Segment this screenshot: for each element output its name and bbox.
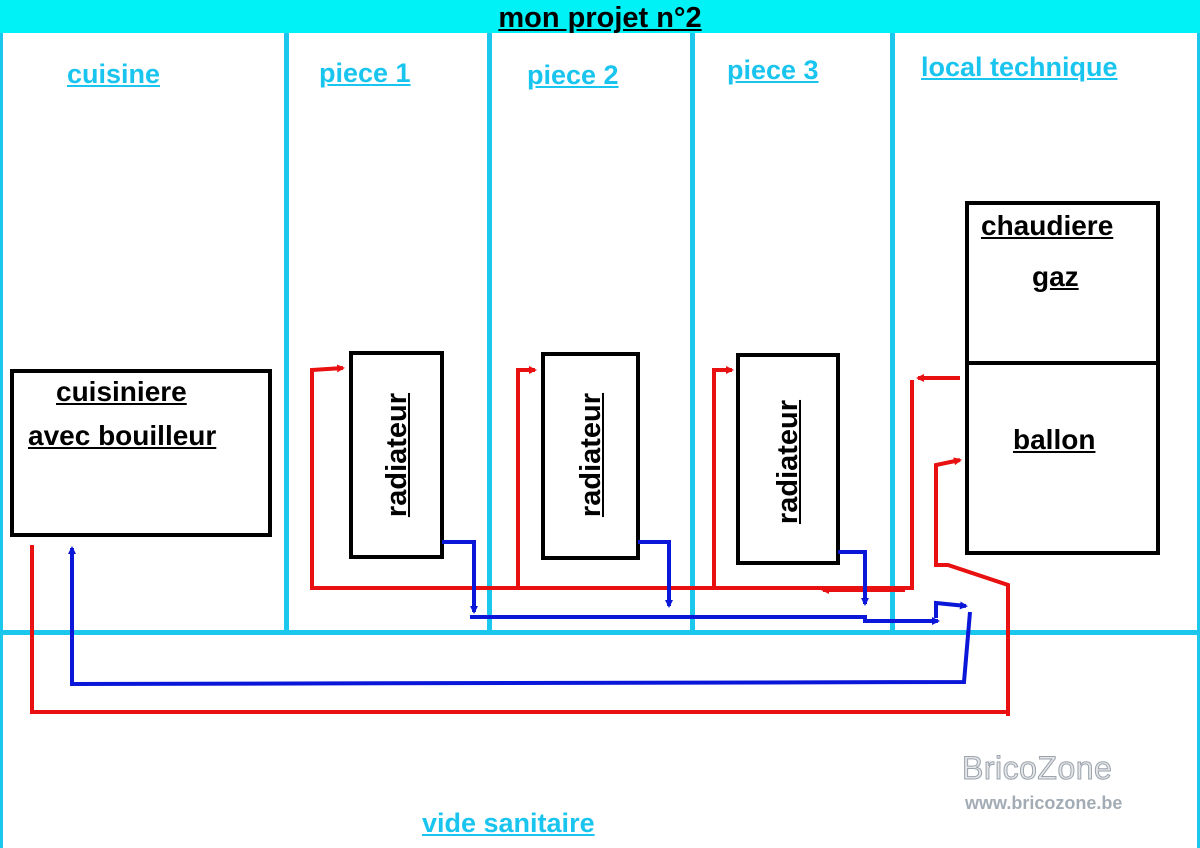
cold-pipe-rad2-out — [638, 540, 673, 608]
wall-piece3-local — [890, 33, 895, 633]
chaudiere-label-line2: gaz — [1032, 261, 1079, 292]
floor-line — [0, 630, 1200, 635]
chaudiere-label-line1: chaudiere — [981, 210, 1114, 241]
frame-left — [0, 33, 3, 848]
room-label-vide-sanitaire: vide sanitaire — [422, 808, 595, 838]
hot-pipe-riser-rad3 — [712, 366, 734, 588]
watermark-brand: BricoZone — [961, 750, 1113, 787]
hot-pipe-main-return — [310, 364, 914, 590]
hot-pipe-riser-rad2 — [516, 366, 537, 588]
cold-pipe-rad3-out — [838, 550, 869, 606]
cold-pipe-collector — [470, 615, 940, 625]
cuisiniere-label-line1: cuisiniere — [56, 376, 187, 407]
frame-right — [1197, 33, 1200, 848]
cold-pipe-rad1-out — [442, 540, 478, 614]
cold-pipe-return-to-cuisiniere — [68, 546, 972, 687]
title-bar — [0, 0, 1200, 33]
radiator-box-3 — [736, 353, 840, 565]
chaudiere-ballon-divider — [965, 361, 1160, 365]
wall-piece2-piece3 — [690, 33, 695, 633]
watermark-url: www.bricozone.be — [965, 793, 1123, 813]
room-label-piece3: piece 3 — [727, 55, 819, 85]
cold-pipe-to-ballon — [934, 600, 968, 618]
hot-pipe-cuisiniere-to-ballon — [30, 457, 1010, 714]
ballon-label: ballon — [1013, 424, 1096, 455]
wall-cuisine-piece1 — [284, 33, 289, 633]
radiator-box-1 — [349, 351, 444, 559]
room-label-piece2: piece 2 — [527, 60, 619, 90]
hot-pipes — [30, 364, 1010, 716]
cuisiniere-box — [10, 369, 272, 537]
room-label-cuisine: cuisine — [67, 59, 161, 89]
room-label-piece1: piece 1 — [319, 58, 411, 88]
room-label-local-technique: local technique — [921, 52, 1118, 82]
cold-pipes — [68, 540, 972, 687]
radiator-box-2 — [541, 352, 640, 560]
page-title: mon projet n°2 — [498, 2, 702, 34]
wall-piece1-piece2 — [487, 33, 492, 633]
chaudiere-ballon-box — [965, 201, 1160, 555]
cuisiniere-label-line2: avec bouilleur — [28, 420, 217, 451]
